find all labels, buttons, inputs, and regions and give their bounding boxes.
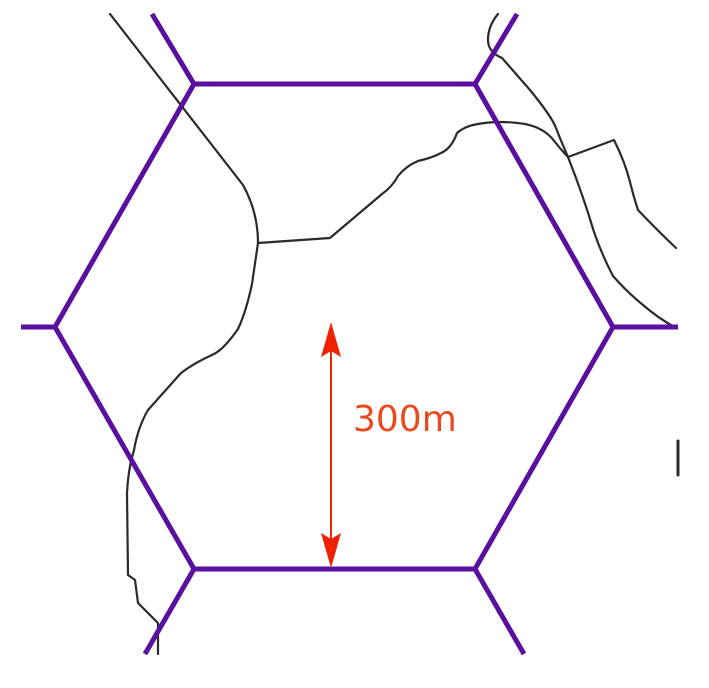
road-right-mid bbox=[566, 138, 678, 250]
scale-label: 300m bbox=[353, 399, 457, 440]
hex-cell-center bbox=[52, 81, 616, 572]
hex-edge-top-left bbox=[149, 12, 197, 86]
road-right-upper bbox=[486, 12, 570, 159]
hex-grid bbox=[21, 12, 678, 656]
arrow-up-icon bbox=[321, 322, 341, 357]
hex-edge-bottom-right bbox=[472, 567, 527, 656]
hex-edge-bottom-left bbox=[142, 567, 197, 656]
road-left-lower bbox=[125, 241, 260, 656]
road-lines bbox=[108, 12, 680, 656]
road-center-winding bbox=[256, 120, 570, 245]
scale-indicator: 300m bbox=[321, 322, 457, 568]
arrow-down-icon bbox=[321, 533, 341, 568]
road-right-lower bbox=[566, 155, 678, 330]
hex-edge-top-right bbox=[472, 12, 520, 86]
road-left-upper bbox=[108, 12, 260, 245]
